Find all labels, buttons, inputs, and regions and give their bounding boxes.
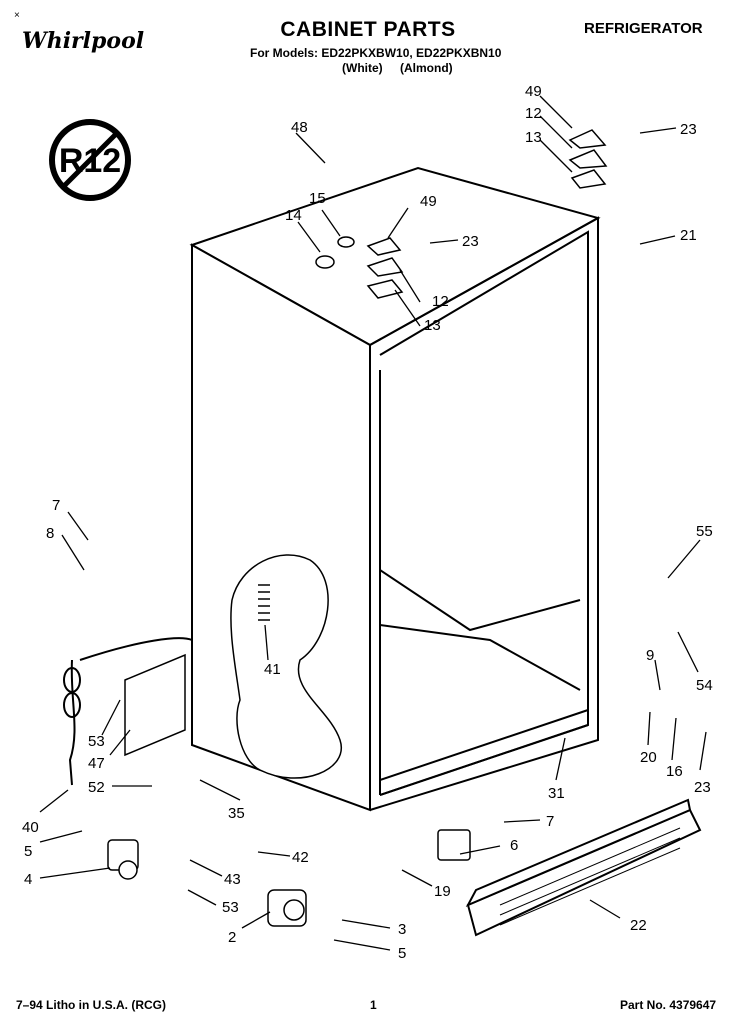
callout-5: 5 <box>24 843 32 860</box>
base-grille <box>465 798 702 937</box>
footer-page-number: 1 <box>370 998 377 1012</box>
footer-litho: 7–94 Litho in U.S.A. (RCG) <box>16 998 167 1012</box>
grille-slots <box>499 827 681 926</box>
callout-9: 9 <box>646 647 654 664</box>
callout-7: 7 <box>52 497 60 514</box>
callout-8: 8 <box>46 525 54 542</box>
callout-15: 15 <box>309 190 326 207</box>
product-category: REFRIGERATOR <box>584 20 703 37</box>
r12-text: R12 <box>59 142 121 180</box>
callout-19: 19 <box>434 883 451 900</box>
callout-23c: 23 <box>694 779 711 796</box>
callout-20: 20 <box>640 749 657 766</box>
r12-badge: R12 <box>49 119 131 201</box>
model-numbers: For Models: ED22PKXBW10, ED22PKXBN10 <box>250 46 502 60</box>
callout-54: 54 <box>696 677 713 694</box>
callout-3: 3 <box>398 921 406 938</box>
model-colors: (White) (Almond) <box>342 61 453 75</box>
callout-22: 22 <box>630 917 647 934</box>
callout-labels: 48 15 14 49 23 12 13 49 12 13 23 21 7 8 … <box>22 83 713 962</box>
power-cord <box>63 637 193 786</box>
callout-12: 12 <box>432 293 449 310</box>
callout-7b: 7 <box>546 813 554 830</box>
compressor-cover <box>124 653 186 757</box>
callout-53: 53 <box>88 733 105 750</box>
callout-31: 31 <box>548 785 565 802</box>
callout-23: 23 <box>462 233 479 250</box>
front-caster <box>107 829 471 927</box>
callout-5b: 5 <box>398 945 406 962</box>
callout-42: 42 <box>292 849 309 866</box>
callout-13b: 13 <box>525 129 542 146</box>
whirlpool-logo: Whirlpool <box>22 28 145 54</box>
callout-49: 49 <box>420 193 437 210</box>
callout-21: 21 <box>680 227 697 244</box>
leader-lines <box>39 95 707 951</box>
cabinet-cutaway <box>230 554 343 779</box>
callout-16: 16 <box>666 763 683 780</box>
callout-49b: 49 <box>525 83 542 100</box>
page-title: CABINET PARTS <box>280 18 456 41</box>
callout-53b: 53 <box>222 899 239 916</box>
callout-47: 47 <box>88 755 105 772</box>
callout-43: 43 <box>224 871 241 888</box>
callout-55: 55 <box>696 523 713 540</box>
callout-23b: 23 <box>680 121 697 138</box>
callout-41: 41 <box>264 661 281 678</box>
callout-35: 35 <box>228 805 245 822</box>
footer-part-number: Part No. 4379647 <box>620 998 717 1012</box>
callout-52: 52 <box>88 779 105 796</box>
callout-48: 48 <box>291 119 308 136</box>
callout-14: 14 <box>285 207 302 224</box>
callout-40: 40 <box>22 819 39 836</box>
callout-4: 4 <box>24 871 32 888</box>
callout-13: 13 <box>424 317 441 334</box>
drain-spring <box>258 584 270 621</box>
upper-hinge-parts <box>315 129 608 299</box>
callout-12b: 12 <box>525 105 542 122</box>
callout-2: 2 <box>228 929 236 946</box>
callout-6: 6 <box>510 837 518 854</box>
corner-mark: × <box>14 10 20 21</box>
